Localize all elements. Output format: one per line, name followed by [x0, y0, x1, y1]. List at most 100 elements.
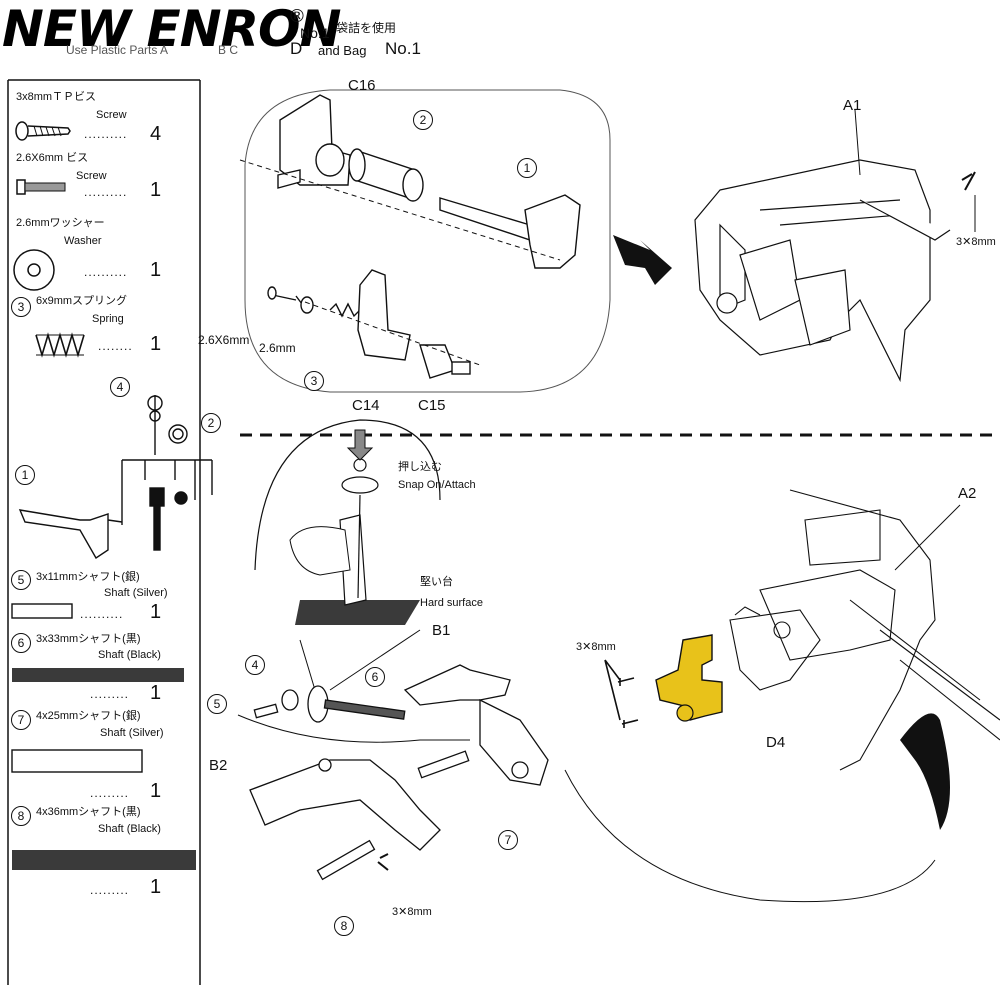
- shaft-6-jp: 3x33mmシャフト(黒): [36, 633, 141, 645]
- housing-a2: [729, 489, 1000, 771]
- header-en-letters: B C: [218, 43, 239, 57]
- sprue-callout-2: 2: [201, 413, 221, 433]
- part-b1: [403, 664, 549, 786]
- shaft-7-en: Shaft (Silver): [100, 727, 164, 739]
- shaft-6-callout: 6: [11, 633, 31, 653]
- label-snap-en: Snap On/Attach: [398, 479, 476, 491]
- shaft-7-jp: 4x25mmシャフト(銀): [36, 710, 141, 722]
- label-screw-b: 3✕8mm: [392, 906, 432, 918]
- shaft-6-dots: .........: [90, 687, 130, 701]
- label-screw-26: 2.6X6mm: [198, 333, 250, 347]
- tp-screw-en: Screw: [96, 109, 127, 121]
- screw-26-dots: ..........: [84, 185, 128, 199]
- upper-panel-outline: [244, 89, 611, 393]
- washer-dots: ..........: [84, 265, 128, 279]
- lower-callout-5: 5: [207, 694, 227, 714]
- header-en-no: No.1: [385, 39, 421, 58]
- shaft-8-jp: 4x36mmシャフト(黒): [36, 806, 141, 818]
- part-d4: [655, 634, 723, 722]
- header-en-d: D: [290, 39, 303, 58]
- header-en-bag: and Bag: [318, 43, 367, 58]
- shaft-8-qty: 1: [150, 876, 162, 898]
- label-screw-3x8-a1: 3✕8mm: [956, 236, 996, 248]
- shaft-5-jp: 3x11mmシャフト(銀): [36, 571, 140, 583]
- header-en-prefix: Use Plastic Parts A: [66, 43, 169, 57]
- tp-screw-drawing: [15, 121, 71, 141]
- shaft-8-drawing: [12, 850, 196, 870]
- label-screw-d4: 3✕8mm: [576, 641, 616, 653]
- label-hard-en: Hard surface: [420, 597, 483, 609]
- washer-en: Washer: [64, 235, 102, 247]
- spring-jp: 6x9mmスプリング: [36, 295, 128, 307]
- lower-callout-7: 7: [498, 830, 518, 850]
- assembly-arrow-upper: [613, 235, 672, 285]
- tp-screw-jp: 3x8mmＴＰビス: [16, 91, 97, 103]
- shaft-6-drawing: [12, 668, 184, 682]
- brand-registered-mark: ®: [288, 6, 306, 27]
- screw-26-qty: 1: [150, 179, 162, 201]
- label-washer-26: 2.6mm: [259, 341, 296, 355]
- shaft-assembly-lower: [253, 685, 406, 723]
- spring-drawing: [35, 332, 85, 358]
- washer-drawing: [13, 249, 55, 291]
- label-a2: A2: [958, 485, 977, 502]
- spring-dots: ........: [98, 339, 133, 353]
- shaft-6-qty: 1: [150, 682, 162, 704]
- shaft-8-callout: 8: [11, 806, 31, 826]
- upper-callout-2: 2: [413, 110, 433, 130]
- shaft-5-drawing: [11, 603, 73, 619]
- screw-26-en: Screw: [76, 170, 107, 182]
- shaft-7-8-lower: [316, 750, 470, 881]
- screw-26-jp: 2.6X6mm ビス: [16, 152, 89, 164]
- label-d4: D4: [766, 734, 786, 751]
- label-b2: B2: [209, 757, 228, 774]
- part-1-upper: [439, 194, 581, 269]
- lower-callout-4: 4: [245, 655, 265, 675]
- tp-screw-dots: ..........: [84, 127, 128, 141]
- assembly-arrow-lower: [900, 713, 950, 830]
- housing-a1: [694, 159, 951, 383]
- header-jp-no: No.1: [300, 25, 330, 41]
- snap-on-detail: [254, 419, 441, 691]
- label-a1: A1: [843, 97, 862, 114]
- shaft-8-dots: .........: [90, 883, 130, 897]
- label-c14: C14: [352, 397, 380, 414]
- lower-callout-8: 8: [334, 916, 354, 936]
- exploded-bottom-parts: [267, 269, 471, 379]
- label-c15: C15: [418, 397, 446, 414]
- sleeve-2: [348, 148, 424, 202]
- spring-qty: 1: [150, 333, 162, 355]
- part-b2: [249, 758, 441, 851]
- shaft-5-callout: 5: [11, 570, 31, 590]
- part-c16: [277, 94, 351, 189]
- label-hard-jp: 堅い台: [420, 576, 453, 588]
- shaft-7-dots: .........: [90, 786, 130, 800]
- washer-jp: 2.6mmワッシャー: [16, 217, 105, 229]
- spring-callout: 3: [11, 297, 31, 317]
- small-screw-drawing: [16, 179, 66, 195]
- shaft-5-en: Shaft (Silver): [104, 587, 168, 599]
- shaft-5-qty: 1: [150, 601, 162, 623]
- spring-en: Spring: [92, 313, 124, 325]
- upper-callout-1: 1: [517, 158, 537, 178]
- sprue-callout-1: 1: [15, 465, 35, 485]
- a1-screw: [961, 171, 976, 191]
- assembly-path-line: [564, 769, 936, 903]
- lower-callout-6: 6: [365, 667, 385, 687]
- shaft-8-en: Shaft (Black): [98, 823, 161, 835]
- shaft-7-qty: 1: [150, 780, 162, 802]
- header-jp-bag: 袋詰を使用: [336, 21, 397, 35]
- sprue-tree: [18, 395, 213, 559]
- shaft-7-drawing: [11, 749, 143, 773]
- label-c16: C16: [348, 77, 376, 94]
- label-snap-jp: 押し込む: [398, 461, 442, 473]
- shaft-6-en: Shaft (Black): [98, 649, 161, 661]
- d4-screws: [604, 659, 639, 728]
- tp-screw-qty: 4: [150, 123, 162, 145]
- sprue-callout-4: 4: [110, 377, 130, 397]
- brand-logo: NEW ENRON: [2, 0, 341, 58]
- parts-list-frame: [7, 79, 201, 985]
- upper-callout-3: 3: [304, 371, 324, 391]
- shaft-7-callout: 7: [11, 710, 31, 730]
